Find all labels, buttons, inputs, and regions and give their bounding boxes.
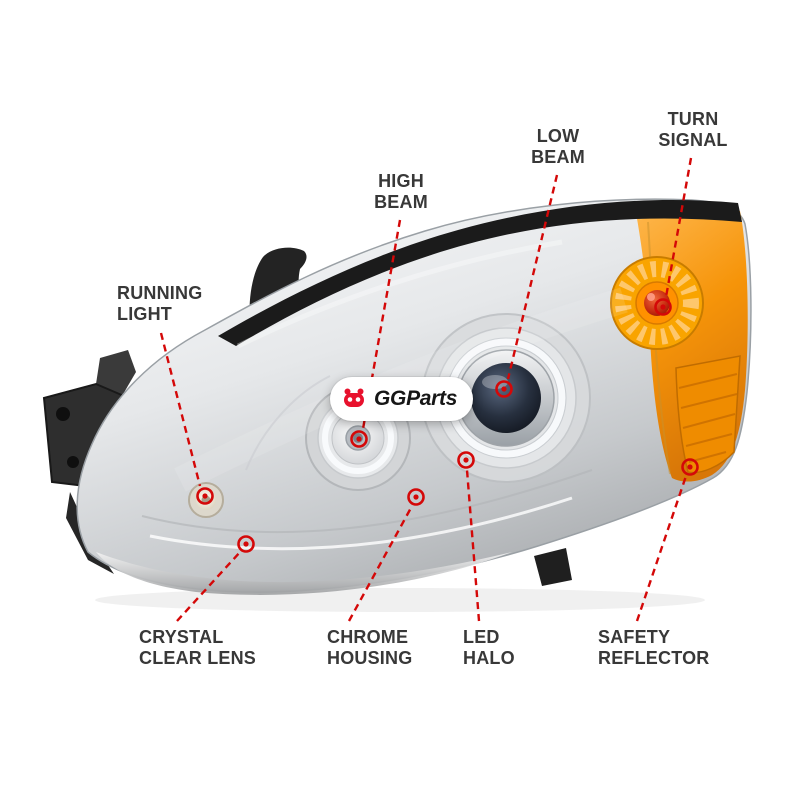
callout-label-led-halo: LED HALO — [463, 627, 515, 668]
callout-label-turn-signal: TURN SIGNAL — [658, 109, 728, 150]
callout-label-safety-reflector: SAFETY REFLECTOR — [598, 627, 710, 668]
callout-label-running-light: RUNNING LIGHT — [117, 283, 203, 324]
callout-label-high-beam: HIGH BEAM — [374, 171, 428, 212]
robot-icon — [341, 386, 367, 412]
callout-label-chrome-housing: CHROME HOUSING — [327, 627, 413, 668]
safety-reflector-panel — [675, 355, 741, 474]
callout-label-low-beam: LOW BEAM — [531, 126, 585, 167]
callout-label-crystal-clear-lens: CRYSTAL CLEAR LENS — [139, 627, 257, 668]
ground-shadow — [95, 588, 705, 612]
bottom-mounting-tab — [534, 548, 572, 586]
brand-name: GGParts — [374, 387, 458, 410]
brand-badge: GGParts — [330, 377, 474, 421]
running-light-lamp — [188, 482, 224, 518]
